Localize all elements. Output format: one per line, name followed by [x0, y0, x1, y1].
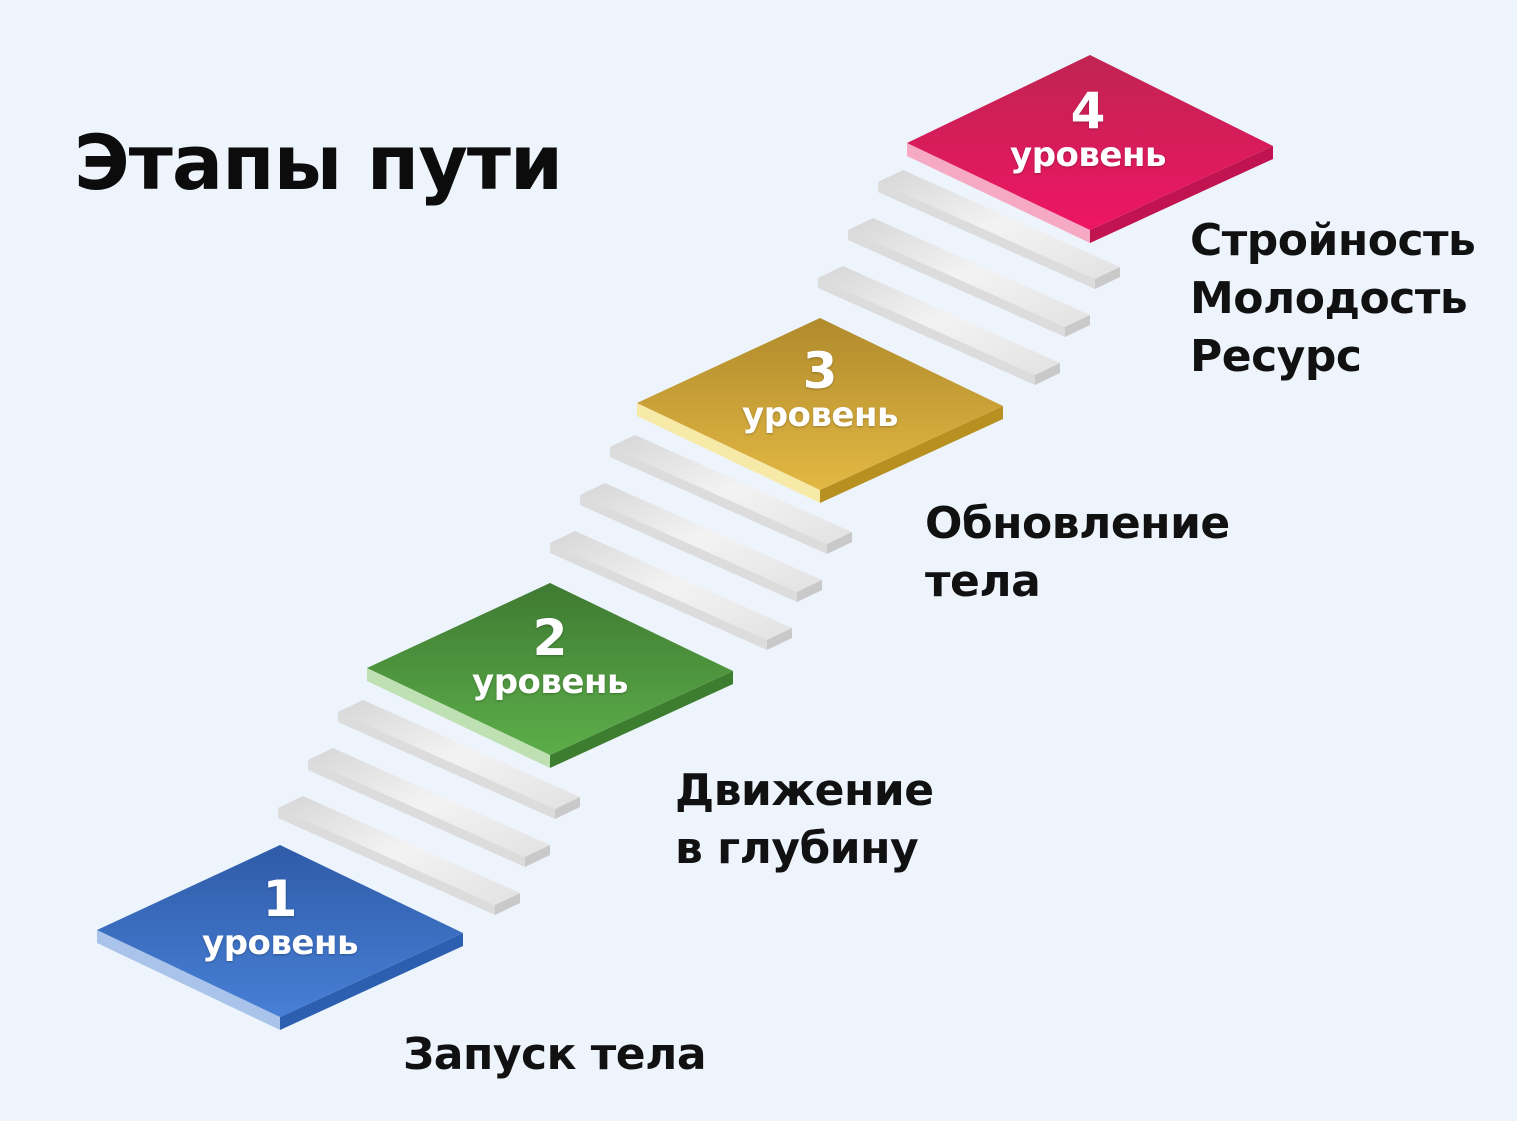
level-4-label: 4 уровень [968, 85, 1208, 173]
caption-line: Запуск тела [403, 1029, 707, 1080]
level-2-caption: Движение в глубину [675, 762, 934, 878]
step [818, 266, 1060, 385]
caption-line: Обновление [925, 498, 1230, 549]
page-title: Этапы пути [74, 118, 563, 207]
caption-line: Движение [675, 765, 934, 816]
steps-1-2 [278, 700, 580, 915]
steps-3-4 [818, 170, 1120, 385]
level-3-label: 3 уровень [700, 345, 940, 433]
level-1-caption: Запуск тела [403, 1026, 707, 1084]
step [338, 700, 580, 819]
step [580, 483, 822, 602]
level-3-platform [637, 318, 1003, 503]
level-3-caption: Обновление тела [925, 495, 1230, 611]
level-4-number: 4 [1070, 82, 1106, 140]
level-1-label: 1 уровень [160, 873, 400, 961]
caption-line: тела [925, 556, 1041, 607]
caption-line: Стройность [1190, 215, 1476, 266]
level-2-word: уровень [472, 662, 628, 702]
step [308, 748, 550, 867]
steps-2-3 [550, 435, 852, 650]
level-2-label: 2 уровень [430, 612, 670, 700]
level-4-platform [907, 55, 1273, 243]
level-1-platform [97, 845, 463, 1030]
level-4-word: уровень [1010, 135, 1166, 175]
level-2-number: 2 [532, 609, 568, 667]
level-1-word: уровень [202, 923, 358, 963]
level-1-number: 1 [262, 870, 298, 928]
step [278, 796, 520, 915]
caption-line: Молодость [1190, 273, 1468, 324]
caption-line: Ресурс [1190, 331, 1362, 382]
step [848, 218, 1090, 337]
level-3-word: уровень [742, 395, 898, 435]
level-2-platform [367, 583, 733, 768]
caption-line: в глубину [675, 823, 919, 874]
level-3-number: 3 [802, 342, 838, 400]
step [550, 531, 792, 650]
level-4-caption: Стройность Молодость Ресурс [1190, 212, 1476, 386]
step [878, 170, 1120, 289]
step [610, 435, 852, 554]
